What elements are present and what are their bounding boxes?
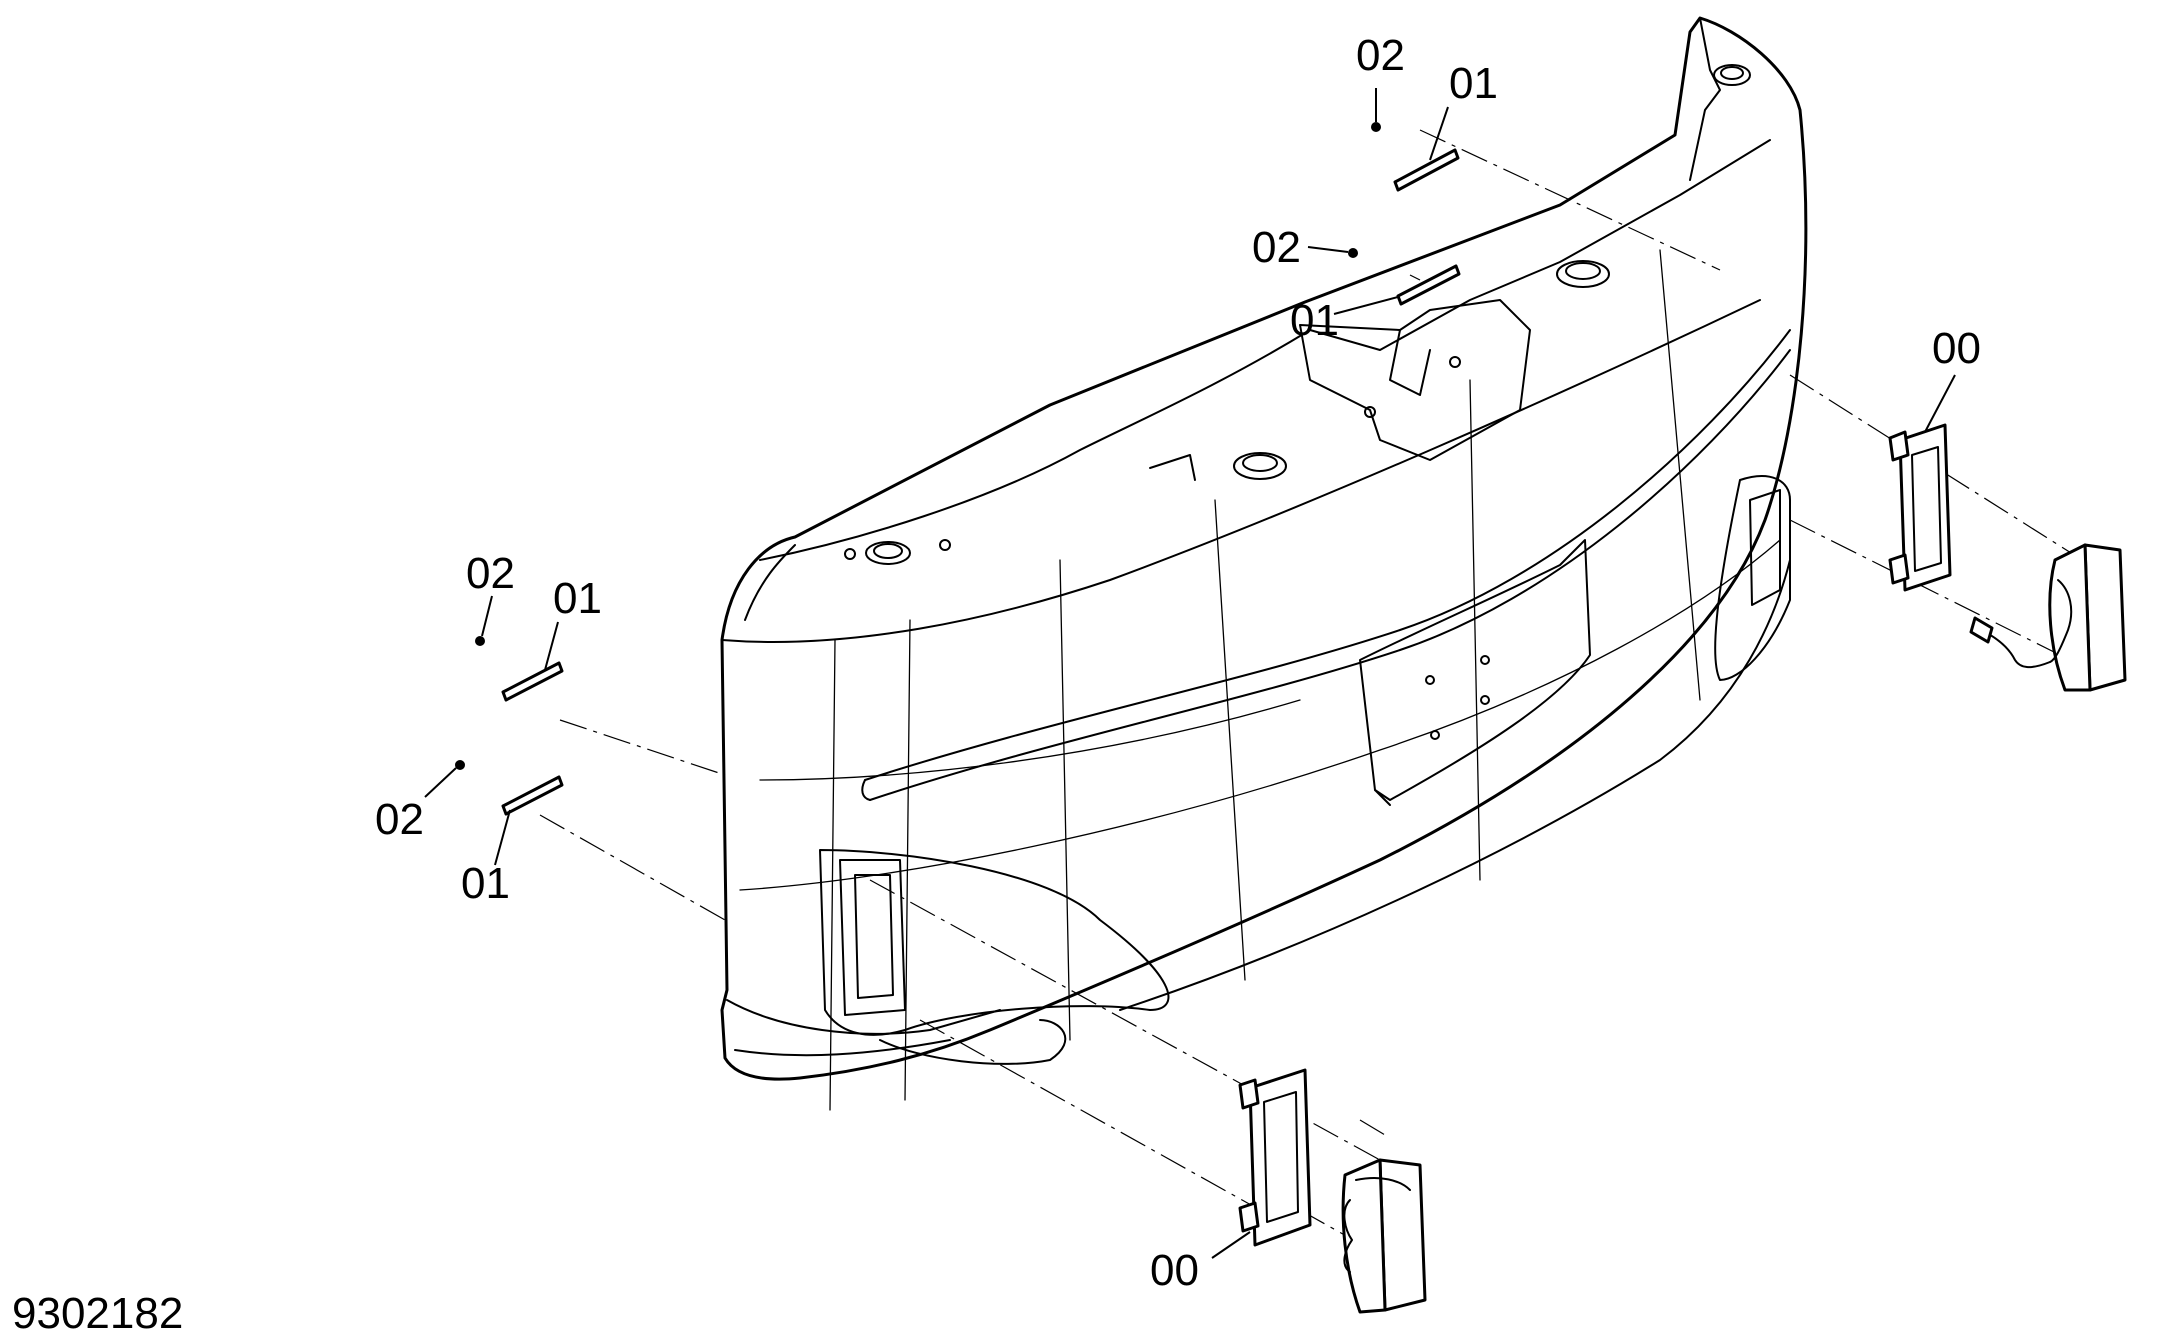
reflector-left-lower: [501, 775, 564, 816]
screw-top: [1371, 122, 1381, 132]
callout-02-top: 02: [1356, 31, 1405, 80]
callout-02-left-upper: 02: [466, 549, 515, 598]
leader-lines: [424, 88, 1956, 1259]
screw-left-lower: [455, 760, 465, 770]
lift-boss-center: [1233, 452, 1287, 480]
callout-01-left-lower: 01: [461, 859, 510, 908]
callout-01-top: 01: [1449, 59, 1498, 108]
callout-01-mid: 01: [1290, 296, 1339, 345]
lift-boss-left: [844, 539, 951, 565]
lamp-bracket-right: [1888, 423, 1952, 592]
lamp-bracket-bottom: [1238, 1068, 1312, 1247]
counterweight: [720, 16, 1808, 1111]
screw-mid: [1348, 248, 1358, 258]
screw-left-upper: [475, 636, 485, 646]
callout-labels: 02 01 02 01 00 02 01 02 01 00: [375, 31, 1981, 1295]
callout-00-right: 00: [1932, 324, 1981, 373]
drawing-number: 9302182: [12, 1289, 183, 1338]
callout-01-left-upper: 01: [553, 574, 602, 623]
callout-02-left-lower: 02: [375, 795, 424, 844]
callout-02-mid: 02: [1252, 223, 1301, 272]
reflector-mid: [1396, 264, 1461, 306]
lift-boss-top: [1713, 64, 1751, 86]
lamp-bottom: [1341, 1158, 1427, 1314]
lift-boss-right: [1556, 260, 1610, 288]
callout-00-bottom: 00: [1150, 1246, 1199, 1295]
reflector-top: [1393, 148, 1460, 192]
reflector-left-upper: [501, 661, 564, 702]
lamp-right: [1969, 543, 2127, 692]
